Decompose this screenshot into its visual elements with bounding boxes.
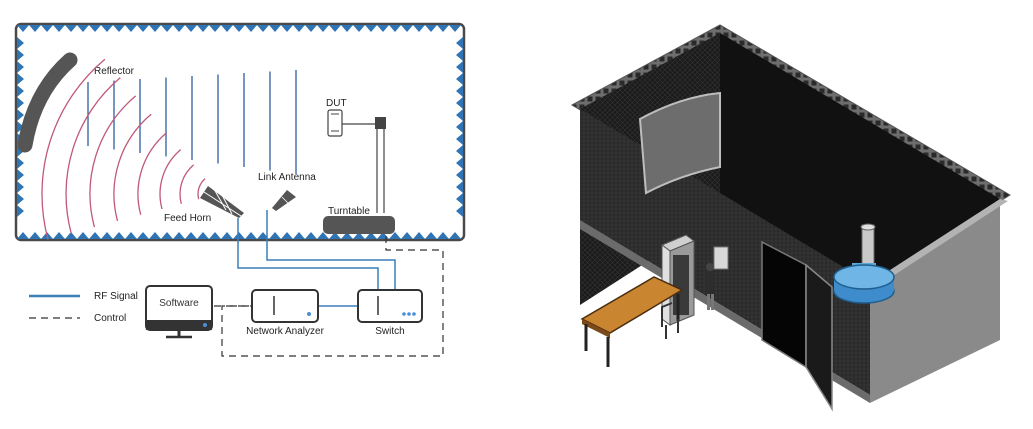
chamber-door-opening: [761, 240, 807, 369]
software-computer: Software: [145, 285, 213, 339]
plane-wave-lines: [87, 70, 297, 174]
legend-rf-signal: RF Signal: [94, 291, 138, 302]
rf-signal-cables: [237, 210, 396, 307]
legend-control: Control: [94, 313, 126, 324]
schematic-diagram: Reflector Feed Horn Link Antenna DUT Tur…: [14, 22, 466, 357]
anechoic-chamber-frame: [14, 22, 466, 242]
software-label: Software: [159, 298, 199, 309]
network-analyzer-label: Network Analyzer: [246, 326, 324, 337]
dut-label: DUT: [326, 98, 347, 109]
chamber-side-wall: [870, 199, 1000, 403]
switch: Switch: [357, 289, 423, 337]
absorber-cones: [17, 25, 463, 239]
chamber-wall-panel: [713, 246, 729, 270]
turntable-label: Turntable: [328, 206, 370, 217]
link-antenna-label: Link Antenna: [258, 172, 316, 183]
reflector-3d: [638, 91, 721, 195]
positioner-head: [375, 117, 386, 129]
spherical-wave-arcs: [41, 58, 206, 240]
feed-horn: [200, 186, 244, 218]
reflector-label: Reflector: [94, 66, 135, 77]
table: [580, 276, 684, 367]
legend: RF Signal Control: [29, 291, 138, 324]
control-lines: [214, 236, 444, 357]
link-antenna: [272, 190, 296, 211]
chamber-door: [805, 263, 833, 412]
reflector-dish: [17, 52, 78, 153]
dut-device: [327, 109, 343, 137]
switch-label: Switch: [375, 326, 404, 337]
network-analyzer: Network Analyzer: [246, 289, 325, 337]
chair: [661, 302, 679, 339]
turntable-3d: [833, 223, 895, 304]
feed-horn-label: Feed Horn: [164, 213, 211, 224]
person: [706, 263, 714, 310]
chamber-3d-illustration: [570, 24, 1011, 412]
turntable: [323, 216, 395, 234]
